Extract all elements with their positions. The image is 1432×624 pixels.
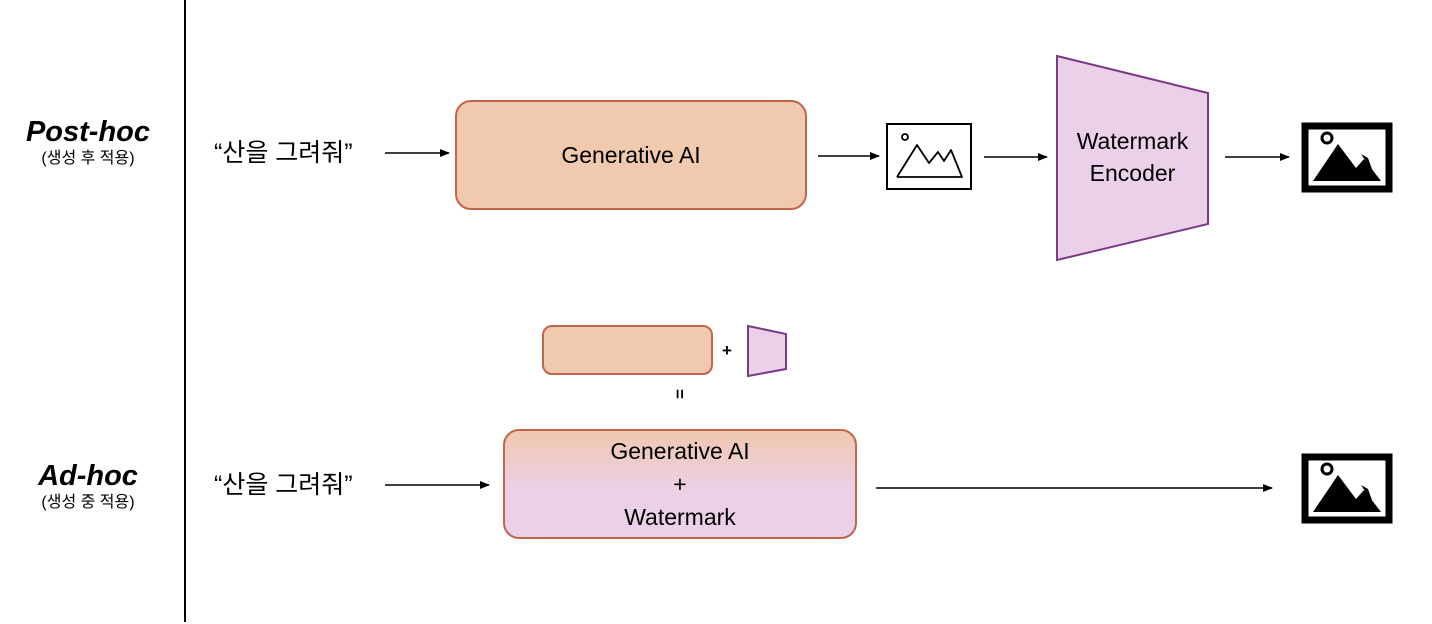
combined-line-3: Watermark — [624, 503, 736, 530]
mountain-image-filled-icon-post-hoc — [1301, 122, 1393, 193]
post-hoc-title: Post-hoc — [25, 116, 151, 148]
mountain-image-outline-icon — [886, 123, 972, 190]
ad-hoc-title-block: Ad-hoc (생성 중 적용) — [8, 459, 168, 513]
merge-plus-sign: + — [722, 341, 732, 360]
combined-line-2: + — [673, 470, 687, 497]
mountain-image-filled-icon-ad-hoc — [1301, 453, 1393, 524]
merge-generator-box — [542, 325, 713, 375]
combined-generator-watermark-box: Generative AI + Watermark — [503, 429, 857, 539]
ad-hoc-title: Ad-hoc — [38, 460, 138, 492]
merge-encoder-shape — [747, 324, 787, 378]
post-hoc-subtitle: (생성 후 적용) — [41, 150, 135, 167]
generative-ai-label: Generative AI — [561, 142, 701, 168]
encoder-label-line-1: Watermark — [1076, 128, 1189, 154]
generative-ai-box: Generative AI — [455, 100, 807, 210]
ad-hoc-prompt: “산을 그려줘” — [214, 471, 353, 499]
ad-hoc-subtitle: (생성 중 적용) — [41, 494, 135, 511]
section-divider — [184, 0, 186, 622]
combined-line-1: Generative AI — [610, 437, 750, 464]
encoder-label-line-2: Encoder — [1089, 160, 1176, 186]
watermark-encoder-shape — [1056, 54, 1209, 262]
watermark-encoder-label: Watermark Encoder — [1057, 125, 1208, 189]
post-hoc-title-block: Post-hoc (생성 후 적용) — [8, 115, 168, 169]
post-hoc-prompt: “산을 그려줘” — [214, 139, 353, 167]
